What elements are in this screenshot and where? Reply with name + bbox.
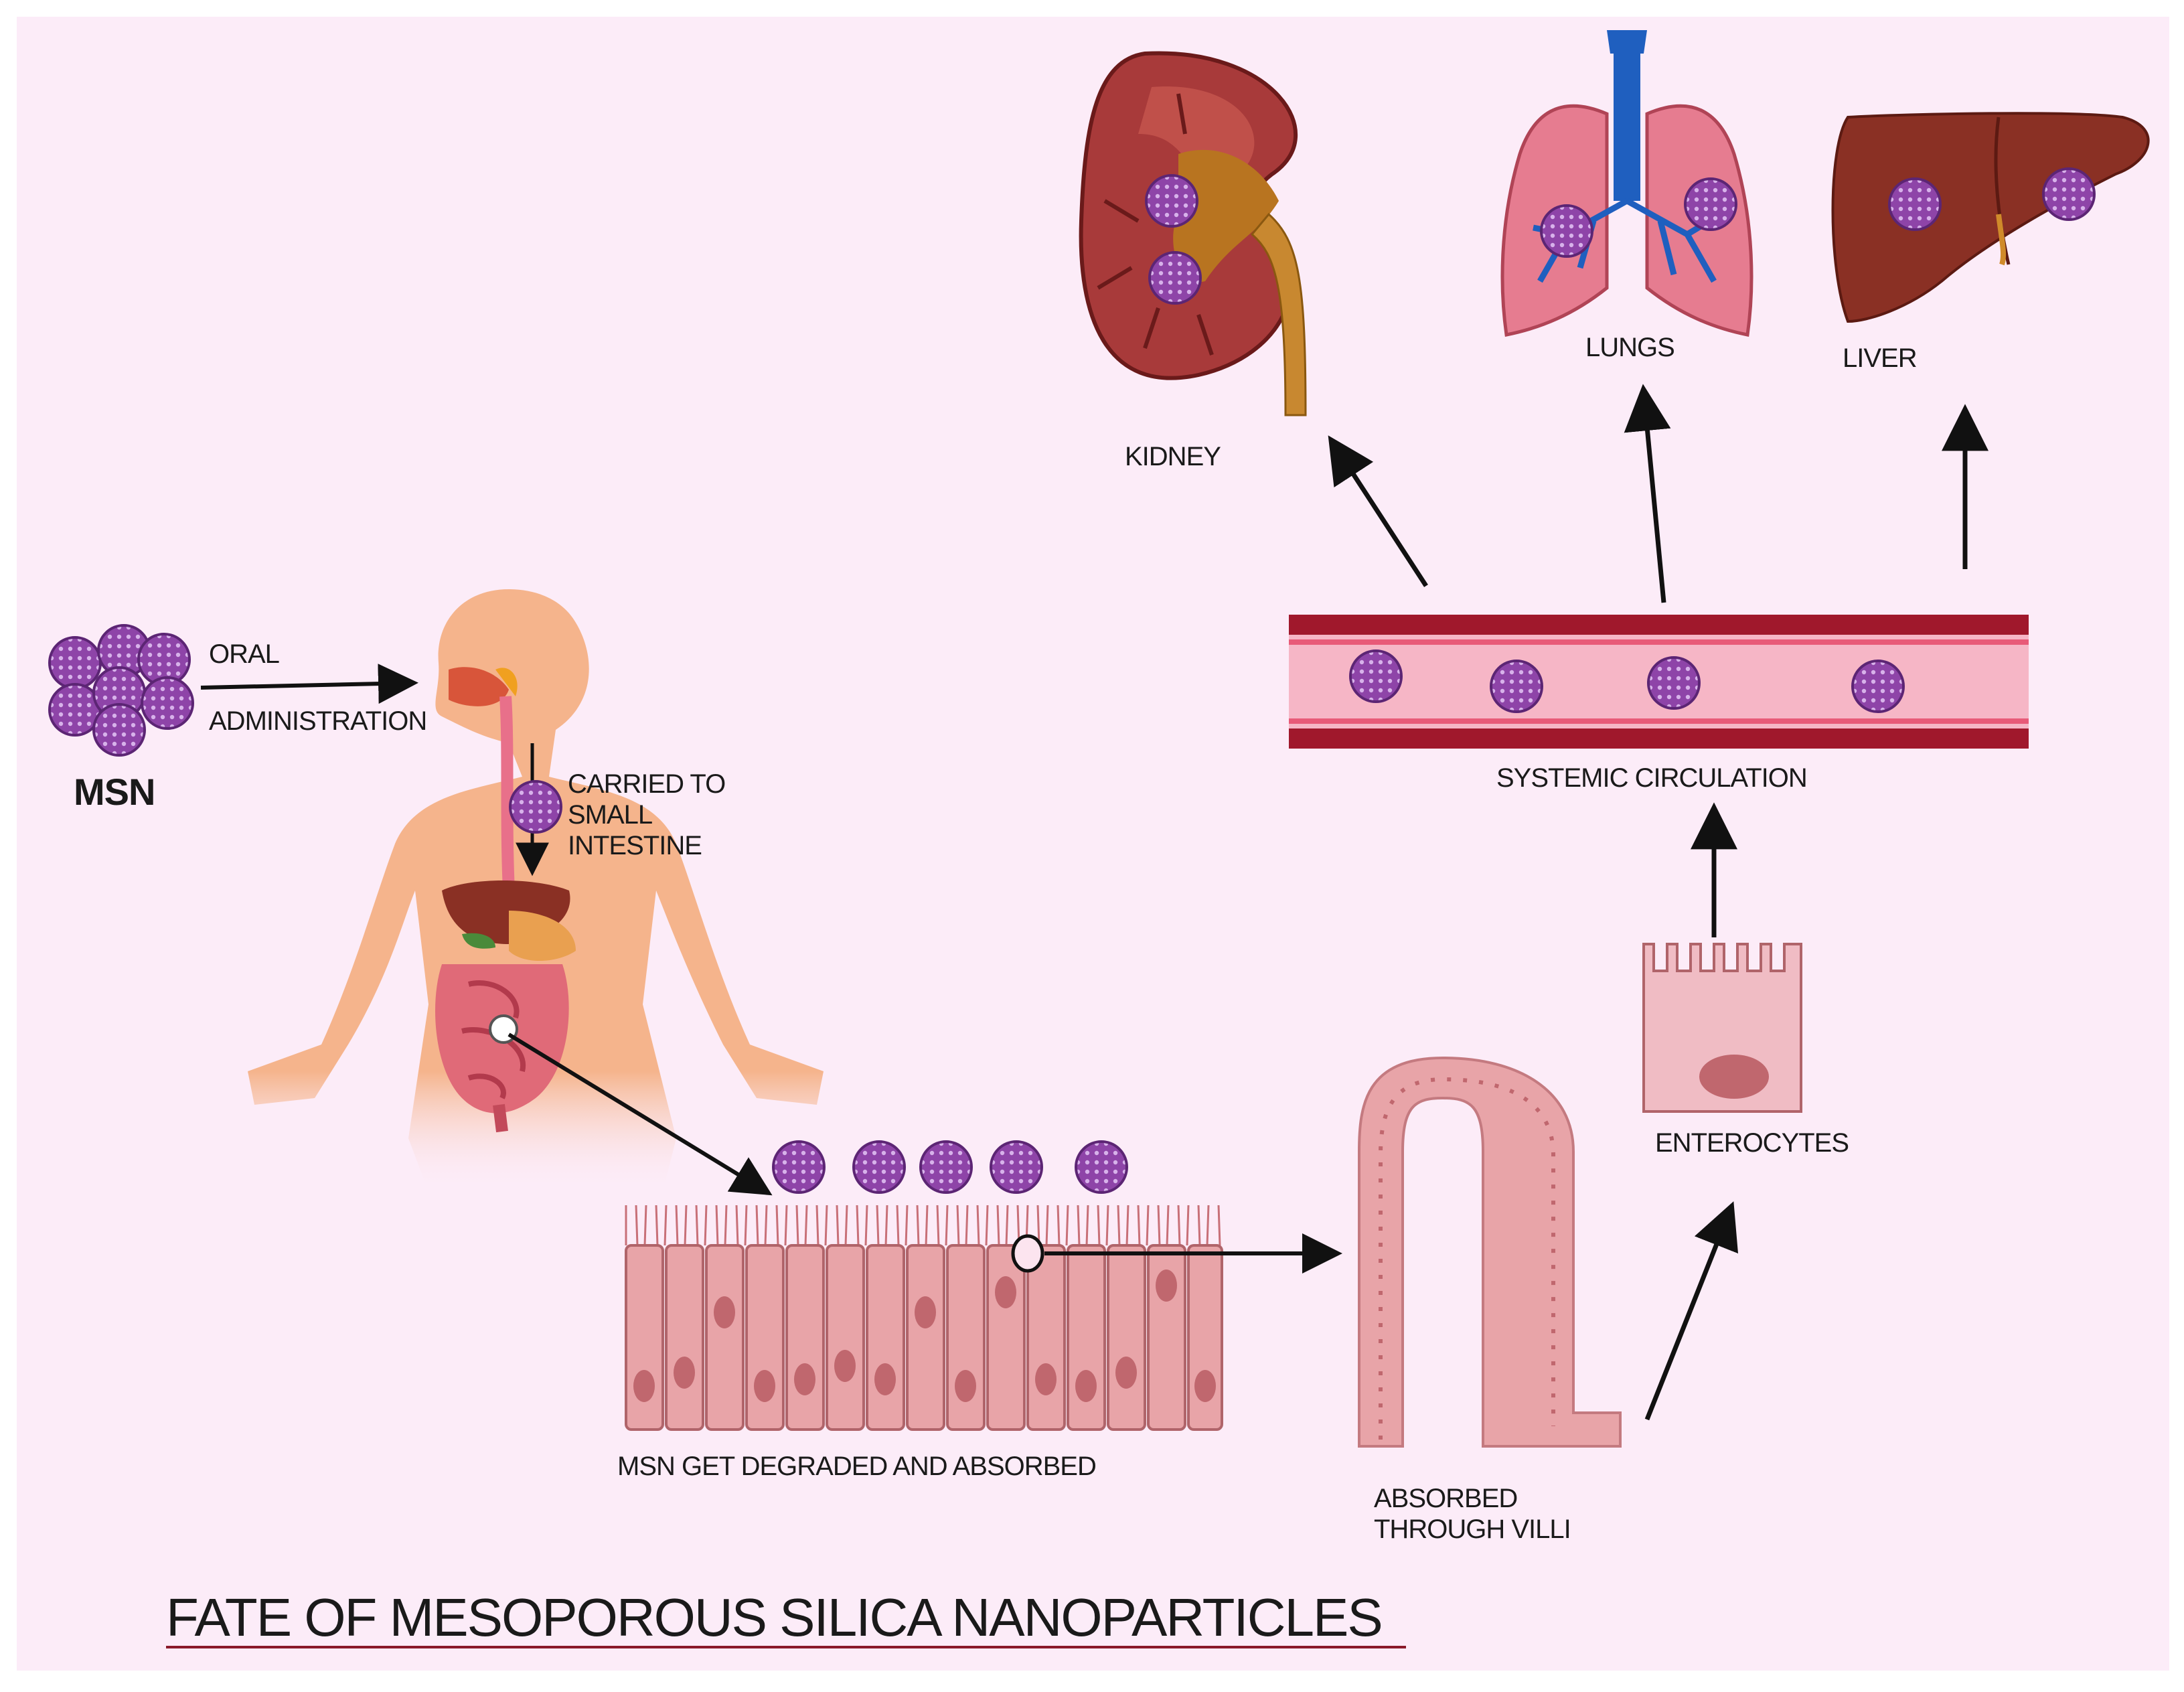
- kidney-icon: [1079, 51, 1307, 416]
- lungs-icon: [1500, 30, 1753, 337]
- oral-label: ORAL: [209, 639, 280, 669]
- enterocyte-icon: [1642, 943, 1802, 1113]
- villus-icon: [1358, 1056, 1622, 1448]
- liver-icon: [1831, 112, 2150, 323]
- lungs-label: LUNGS: [1585, 333, 1675, 362]
- blood-vessel-icon: [1289, 615, 2029, 749]
- arrow-oral: [200, 664, 418, 704]
- arrow-to-epithelium: [508, 1032, 773, 1196]
- msn-label: MSN: [74, 771, 155, 813]
- human-body-icon: [248, 589, 824, 1192]
- kidney-label: KIDNEY: [1125, 442, 1221, 471]
- arrow-to-lungs: [1624, 384, 1671, 603]
- absorbed-through-villi-label: ABSORBED THROUGH VILLI: [1374, 1484, 1571, 1544]
- carried-to-small-intestine-label: CARRIED TO SMALL INTESTINE: [568, 769, 726, 860]
- systemic-circulation-label: SYSTEMIC CIRCULATION: [1496, 763, 1808, 793]
- administration-label: ADMINISTRATION: [209, 706, 427, 736]
- diagram-title: FATE OF MESOPOROUS SILICA NANOPARTICLES: [166, 1588, 1383, 1647]
- arrow-to-kidney: [1328, 435, 1428, 587]
- arrow-to-enterocytes: [1644, 1201, 1739, 1421]
- liver-label: LIVER: [1843, 343, 1918, 373]
- epithelium-icon: [625, 1205, 1223, 1431]
- degraded-absorbed-label: MSN GET DEGRADED AND ABSORBED: [617, 1452, 1097, 1481]
- enterocytes-label: ENTEROCYTES: [1655, 1128, 1849, 1158]
- nanoparticle-icon: [509, 780, 562, 834]
